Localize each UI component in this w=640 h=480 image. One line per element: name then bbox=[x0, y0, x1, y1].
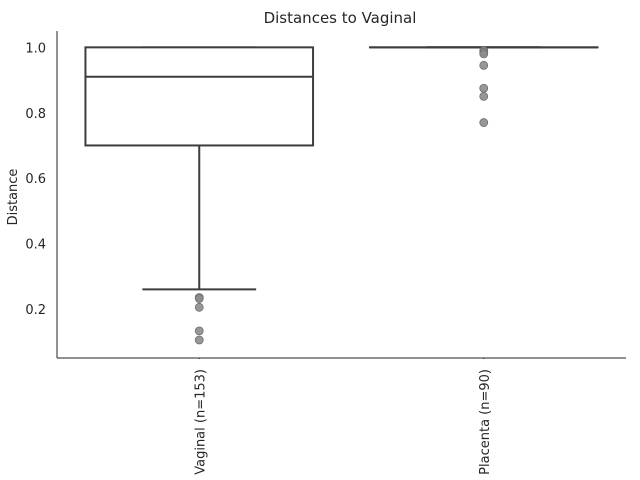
outlier-point bbox=[479, 60, 489, 70]
outlier-point bbox=[479, 92, 489, 101]
outlier-point bbox=[194, 335, 204, 345]
box-group bbox=[84, 46, 315, 345]
outlier-point bbox=[194, 302, 204, 312]
outlier-point bbox=[479, 83, 489, 93]
y-tick-label: 0.6 bbox=[25, 172, 46, 187]
y-tick-label: 0.2 bbox=[25, 303, 46, 318]
y-axis-label: Distance bbox=[6, 169, 21, 226]
y-tick-label: 0.4 bbox=[25, 238, 46, 253]
y-ticks: 0.2 0.4 0.6 0.8 1.0 bbox=[25, 41, 46, 318]
y-tick-label: 1.0 bbox=[25, 41, 46, 56]
chart-title: Distances to Vaginal bbox=[264, 9, 417, 27]
outlier-point bbox=[194, 326, 204, 336]
x-tick-label: Vaginal (n=153) bbox=[193, 369, 208, 475]
axes bbox=[56, 31, 626, 359]
boxes bbox=[84, 46, 599, 345]
outlier-point bbox=[194, 294, 204, 303]
x-ticks: Vaginal (n=153) Placenta (n=90) bbox=[193, 358, 493, 475]
iqr-box bbox=[84, 46, 315, 147]
box-group bbox=[368, 46, 599, 127]
outlier-point bbox=[479, 49, 489, 59]
outlier-point bbox=[479, 118, 489, 127]
y-tick-label: 0.8 bbox=[25, 107, 46, 122]
x-tick-label: Placenta (n=90) bbox=[478, 369, 493, 475]
